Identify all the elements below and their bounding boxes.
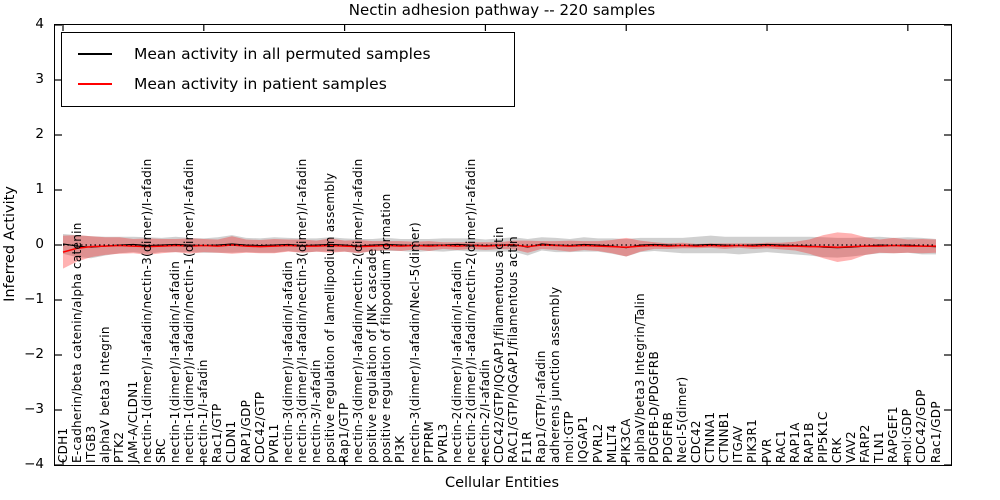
x-tick-label: ITGB3 (83, 425, 98, 463)
x-tick-label: positive regulation of lamellipodium ass… (323, 172, 338, 463)
x-tick-label: nectin-3(dimer)/I-afadin/I-afadin (280, 260, 295, 463)
x-tick-label: nectin-2(dimer)/I-afadin/I-afadin (449, 260, 464, 463)
x-tick-label: PTK2 (111, 431, 126, 463)
y-tick-label: 1 (35, 181, 44, 197)
legend-label-patient: Mean activity in patient samples (134, 75, 387, 93)
x-tick-label: JAM-A/CLDN1 (125, 380, 140, 463)
x-tick-label: mol:GDP (900, 408, 915, 463)
x-tick-label: positive regulation of JNK cascade (365, 248, 380, 463)
legend-line-black-icon (78, 53, 112, 55)
x-tick-label: CDC42 (689, 420, 704, 463)
x-tick-label: PTPRM (421, 421, 436, 463)
x-tick-label: RAP1/GDP (238, 399, 253, 463)
x-tick-label: PVRL3 (435, 423, 450, 463)
x-tick-label: alphaV/beta3 Integrin/Talin (632, 293, 647, 463)
x-tick-label: CDH1 (55, 427, 70, 463)
x-tick-label: Rac1/GDP (928, 401, 943, 463)
y-tick-label: −1 (24, 291, 44, 307)
x-tick-label: Rac1/GTP (210, 403, 225, 463)
x-tick-label: IQGAP1 (576, 415, 591, 463)
x-tick-label: CDC42/GTP (252, 391, 267, 463)
legend-line-red-icon (78, 83, 112, 85)
x-tick-label: SRC (154, 438, 169, 463)
x-tick-label: PVRL2 (590, 423, 605, 463)
x-tick-label: nectin-2(dimer)/I-afadin/nectin-2(dimer)… (463, 158, 478, 463)
x-tick-label: PDGFB-D/PDGFRB (646, 351, 661, 463)
x-tick-label: PVR (759, 438, 774, 463)
x-tick-label: E-cadherin/beta catenin/alpha catenin (69, 222, 84, 463)
x-tick-label: RAP1B (801, 422, 816, 463)
x-tick-label: MLLT4 (604, 424, 619, 463)
x-tick-label: PDGFRB (660, 411, 675, 463)
x-tick-label: nectin-2/I-afadin (477, 359, 492, 463)
x-tick-label: nectin-1(dimer)/I-afadin/nectin-1(dimer)… (182, 158, 197, 463)
x-tick-label: Rap1/GTP (337, 402, 352, 463)
x-tick-label: CRK (829, 437, 844, 464)
x-tick-label: nectin-1/I-afadin (196, 359, 211, 463)
x-tick-label: CTNNA1 (703, 411, 718, 463)
x-tick-label: nectin-3(dimer)/I-afadin/nectin-2(dimer)… (351, 158, 366, 463)
x-tick-label: PIK3R1 (745, 418, 760, 463)
x-tick-label: RAC1 (773, 429, 788, 463)
x-tick-label: CTNNB1 (717, 411, 732, 463)
x-tick-label: PIP5K1C (815, 411, 830, 463)
x-tick-label: adherens junction assembly (548, 286, 563, 463)
x-tick-label: RAC1/GTP/IQGAP1/filamentous actin (506, 236, 521, 463)
y-tick-label: 0 (35, 236, 44, 252)
x-tick-label: positive regulation of filopodium format… (379, 193, 394, 464)
legend-label-permuted: Mean activity in all permuted samples (134, 45, 431, 63)
x-tick-label: CDC42/GDP (914, 389, 929, 463)
x-tick-label: TLN1 (872, 431, 887, 463)
x-tick-label: alphaV beta3 Integrin (97, 326, 112, 463)
legend: Mean activity in all permuted samples Me… (61, 32, 515, 107)
y-tick-label: −3 (24, 401, 44, 417)
x-tick-label: nectin-1(dimer)/I-afadin/nectin-3(dimer)… (139, 158, 154, 463)
legend-item-permuted: Mean activity in all permuted samples (62, 39, 514, 69)
plot-canvas (55, 25, 951, 465)
y-tick-label: −2 (24, 346, 44, 362)
x-tick-label: FARP2 (858, 424, 873, 463)
x-tick-label: VAV2 (844, 431, 859, 463)
x-tick-label: F11R (520, 431, 535, 463)
x-tick-label: RAPGEF1 (886, 406, 901, 463)
chart-title: Nectin adhesion pathway -- 220 samples (348, 1, 656, 19)
x-tick-label: PVRL1 (266, 423, 281, 463)
x-tick-label: ITGAV (731, 425, 746, 463)
x-tick-label: RAP1A (787, 422, 802, 463)
x-tick-label: Rap1/GTP/I-afadin (534, 350, 549, 463)
x-tick-label: PI3K (393, 435, 408, 463)
y-tick-label: 3 (35, 71, 44, 87)
y-tick-label: 4 (35, 16, 44, 32)
x-tick-label: Necl-5(dimer) (675, 376, 690, 463)
x-tick-label: nectin-3(dimer)/I-afadin/nectin-3(dimer)… (294, 158, 309, 463)
x-tick-label: CDC42/GTP/IQGAP1/filamentous actin (492, 226, 506, 463)
x-tick-label: nectin-3/I-afadin (308, 359, 323, 463)
x-tick-label: nectin-3(dimer)/I-afadin/Necl-5(dimer) (407, 222, 422, 463)
x-tick-label: mol:GTP (562, 411, 577, 463)
x-tick-label: nectin-1(dimer)/I-afadin/I-afadin (168, 260, 183, 463)
x-tick-label: CLDN1 (224, 420, 239, 463)
x-axis-label: Cellular Entities (444, 475, 560, 491)
y-tick-label: −4 (24, 456, 44, 472)
y-tick-label: 2 (35, 126, 44, 142)
x-tick-label: PIK3CA (618, 418, 633, 463)
legend-item-patient: Mean activity in patient samples (62, 69, 514, 99)
